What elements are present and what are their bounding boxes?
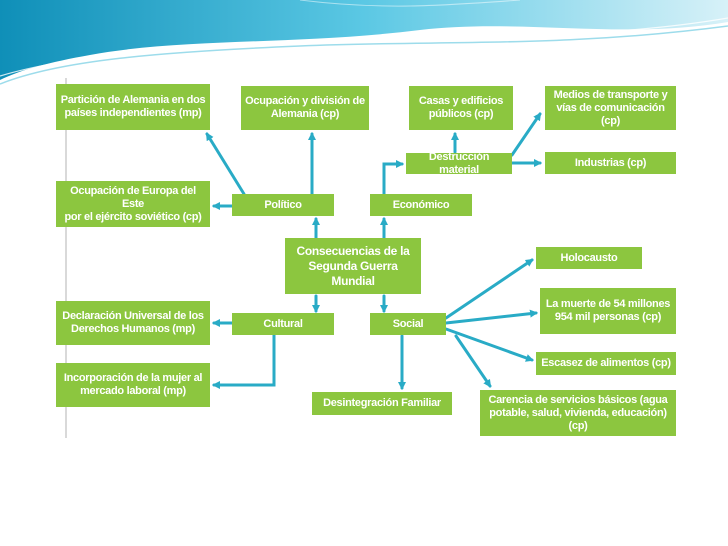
category-economico: Económico xyxy=(370,194,472,216)
node-industrias: Industrias (cp) xyxy=(545,152,676,174)
node-desintegracion-familiar: Desintegración Familiar xyxy=(312,392,452,415)
category-cultural: Cultural xyxy=(232,313,334,335)
node-casas-edificios: Casas y edificios públicos (cp) xyxy=(409,86,513,130)
arrow-economico-destruccion xyxy=(382,160,404,196)
node-destruccion-material: Destrucción material xyxy=(406,151,512,176)
node-particion-alemania: Partición de Alemania en dos países inde… xyxy=(56,84,210,130)
arrow-social-escasez xyxy=(444,327,534,362)
arrow-cultural-incorporacion xyxy=(212,333,276,389)
node-incorporacion-mujer: Incorporación de la mujer al mercado lab… xyxy=(56,363,210,407)
node-carencia-servicios: Carencia de servicios básicos (agua pota… xyxy=(480,390,676,436)
node-ocupacion-europa-este: Ocupación de Europa del Este por el ejér… xyxy=(56,181,210,227)
arrow-social-carencia xyxy=(454,334,492,388)
node-holocausto: Holocausto xyxy=(536,247,642,269)
center-node: Consecuencias de la Segunda Guerra Mundi… xyxy=(285,238,421,294)
arrow-destruccion-medios xyxy=(510,112,542,157)
category-politico: Político xyxy=(232,194,334,216)
arrow-social-muerte xyxy=(444,309,538,325)
node-escasez-alimentos: Escasez de alimentos (cp) xyxy=(536,352,676,375)
node-ocupacion-division-alemania: Ocupación y división de Alemania (cp) xyxy=(241,86,369,130)
header-wave-decoration xyxy=(0,0,728,85)
arrow-politico-particion xyxy=(205,132,246,196)
node-medios-transporte: Medios de transporte y vías de comunicac… xyxy=(545,86,676,130)
node-muerte-millones: La muerte de 54 millones 954 mil persona… xyxy=(540,288,676,334)
left-rule xyxy=(65,78,67,438)
node-declaracion-universal: Declaración Universal de los Derechos Hu… xyxy=(56,301,210,345)
category-social: Social xyxy=(370,313,446,335)
arrow-social-holocausto xyxy=(444,258,534,320)
